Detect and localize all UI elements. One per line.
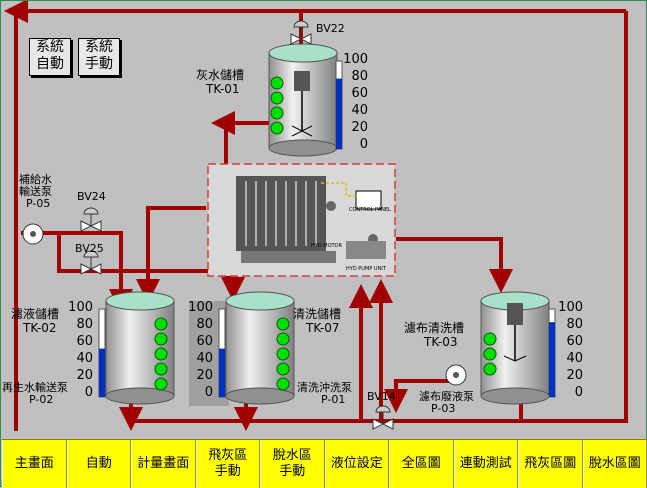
tk03-scale-tick: 100 [558, 302, 583, 314]
bv22-label: BV22 [316, 23, 345, 35]
tk02-indicator-lamps [155, 318, 167, 390]
tk03-level-fill [549, 322, 555, 397]
system-auto-label-2: 自動 [30, 56, 70, 73]
nav-button-3[interactable]: 計量畫面 [131, 440, 196, 488]
filter-press[interactable] [208, 164, 395, 276]
system-auto-label-1: 系統 [30, 39, 70, 56]
tk02-scale-tick: 80 [76, 319, 93, 331]
tk01-scale-tick: 40 [351, 105, 368, 117]
tank-tk01[interactable] [269, 44, 342, 156]
tk07-scale-tick: 40 [196, 353, 213, 365]
tk02-scale: 100 80 60 40 20 0 [71, 302, 93, 402]
valve-bv14[interactable] [373, 406, 393, 429]
nav-button-6[interactable]: 液位設定 [325, 440, 390, 488]
nav-button-7[interactable]: 全區圖 [389, 440, 454, 488]
tk07-level-fill [219, 349, 225, 397]
nav-button-label: 連動測試 [460, 456, 512, 472]
bv25-label: BV25 [75, 243, 104, 255]
tk03-scale-tick: 20 [566, 370, 583, 382]
nav-button-label: 脫水區圖 [589, 456, 641, 472]
tk01-scale-tick: 20 [351, 122, 368, 134]
system-manual-label-1: 系統 [79, 39, 119, 56]
tk07-scale-tick: 80 [196, 319, 213, 331]
tk02-scale-tick: 0 [85, 387, 93, 399]
system-manual-button[interactable]: 系統 手動 [78, 38, 120, 76]
press-base [241, 251, 336, 263]
bv14-label: BV14 [367, 391, 396, 403]
tk07-scale-tick: 100 [188, 302, 213, 314]
tk07-name: 清洗儲槽 [293, 308, 341, 320]
nav-button-label: 脫水區 [273, 448, 312, 464]
nav-button-label: 液位設定 [331, 456, 383, 472]
hyd-pump-unit-label: HYD PUMP UNIT [346, 263, 386, 275]
nav-button-5[interactable]: 脫水區手動 [260, 440, 325, 488]
hyd-motor-icon [326, 201, 336, 211]
tk01-scale-tick: 60 [351, 88, 368, 100]
pipe-tk01-out [226, 123, 271, 166]
tk01-scale-tick: 0 [360, 139, 368, 151]
tk03-scale-tick: 40 [566, 353, 583, 365]
tk01-scale-tick: 100 [343, 54, 368, 66]
pump-p05[interactable] [23, 224, 43, 244]
tk07-scale-tick: 60 [196, 336, 213, 348]
system-auto-button[interactable]: 系統 自動 [29, 38, 71, 76]
tk07-indicator-lamps [277, 318, 289, 390]
hyd-motor-label: HYD MOTOR [311, 240, 342, 252]
nav-button-8[interactable]: 連動測試 [454, 440, 519, 488]
nav-button-2[interactable]: 自動 [67, 440, 132, 488]
pipe-press-to-tk02 [148, 208, 206, 291]
control-panel-label: CONTROL PANEL [349, 204, 391, 216]
p03-code: P-03 [431, 403, 455, 415]
nav-button-1[interactable]: 主畫面 [2, 440, 67, 488]
hyd-pump-unit [346, 241, 386, 259]
tk02-scale-tick: 100 [68, 302, 93, 314]
nav-button-label-2: 手動 [279, 464, 305, 480]
tk02-level-fill [99, 349, 105, 397]
nav-button-label: 主畫面 [15, 456, 54, 472]
nav-button-label: 飛灰區 [208, 448, 247, 464]
tk01-name: 灰水儲槽 [196, 69, 244, 81]
tk03-scale-tick: 0 [575, 387, 583, 399]
tk07-code: TK-07 [306, 322, 340, 334]
tk03-code: TK-03 [424, 336, 458, 348]
nav-button-4[interactable]: 飛灰區手動 [196, 440, 261, 488]
nav-button-9[interactable]: 飛灰區圖 [518, 440, 583, 488]
navigation-bar: 主畫面自動計量畫面飛灰區手動脫水區手動液位設定全區圖連動測試飛灰區圖脫水區圖 [2, 439, 647, 488]
tk02-name: 濾液儲槽 [11, 308, 59, 320]
pipe-right-return [576, 11, 626, 421]
bv24-label: BV24 [77, 191, 106, 203]
tk07-scale-tick: 0 [205, 387, 213, 399]
tk02-code: TK-02 [23, 322, 57, 334]
system-manual-label-2: 手動 [79, 56, 119, 73]
nav-button-label: 全區圖 [402, 456, 441, 472]
p01-code: P-01 [321, 394, 345, 406]
nav-button-label: 飛灰區圖 [524, 456, 576, 472]
tk07-scale: 100 80 60 40 20 0 [191, 302, 213, 402]
pipe-press-to-tk03 [396, 239, 501, 281]
tk02-scale-tick: 40 [76, 353, 93, 365]
tank-tk03[interactable] [481, 292, 555, 404]
pump-p03[interactable] [446, 365, 466, 385]
tk01-level-fill [336, 79, 342, 149]
tk03-scale: 100 80 60 40 20 0 [561, 302, 583, 402]
tk02-scale-tick: 60 [76, 336, 93, 348]
tk01-scale: 100 80 60 40 20 0 [346, 54, 368, 154]
nav-button-10[interactable]: 脫水區圖 [583, 440, 647, 488]
tk03-indicator-lamps [484, 333, 496, 375]
tk01-code: TK-01 [206, 83, 240, 95]
nav-button-label: 自動 [86, 456, 112, 472]
nav-button-label-2: 手動 [215, 464, 241, 480]
tk01-scale-tick: 80 [351, 71, 368, 83]
tk03-scale-tick: 60 [566, 336, 583, 348]
nav-button-label: 計量畫面 [137, 456, 189, 472]
tk03-name: 濾布清洗槽 [404, 322, 464, 334]
valve-bv24[interactable] [81, 208, 101, 231]
p05-code: P-05 [26, 198, 50, 210]
tk07-scale-tick: 20 [196, 370, 213, 382]
tk02-scale-tick: 20 [76, 370, 93, 382]
p02-code: P-02 [29, 394, 53, 406]
tk03-scale-tick: 80 [566, 319, 583, 331]
tank-tk02[interactable] [99, 292, 174, 404]
